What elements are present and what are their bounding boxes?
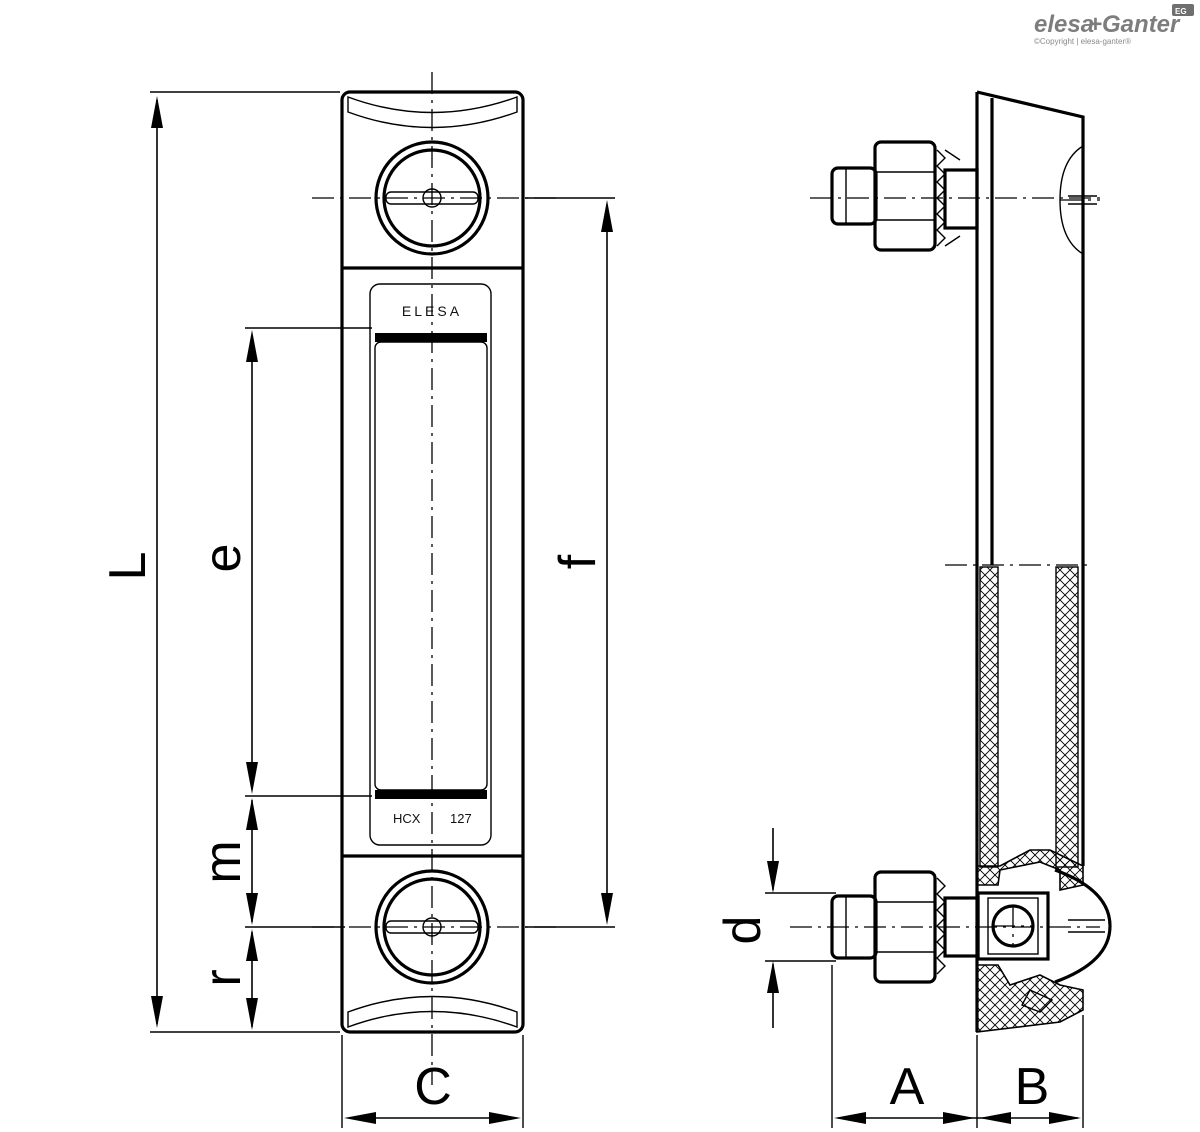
window-frame: [369, 283, 492, 846]
brand-name-elesa: elesa: [1034, 11, 1094, 38]
window-brand-label: ELESA: [402, 303, 462, 319]
dimension-r: r: [194, 929, 258, 1030]
label-d: d: [714, 916, 772, 945]
lower-housing-top: [976, 849, 1084, 891]
model-label: HCX: [393, 811, 421, 826]
brand-logo: elesa +Ganter EG ©Copyright | elesa-gant…: [1034, 4, 1194, 46]
label-C: C: [414, 1058, 452, 1116]
bottom-screw-head: [1054, 868, 1112, 984]
dimension-C: C: [341, 1035, 524, 1128]
front-view: ELESA HCX 127: [312, 72, 560, 1085]
bottom-end-cap: [347, 995, 518, 1029]
label-A: A: [890, 1058, 925, 1116]
brand-badge-box: [1172, 4, 1194, 16]
lower-housing-bottom: [976, 964, 1084, 1033]
side-view: [790, 90, 1112, 1033]
max-level-mark: [375, 333, 487, 342]
dimension-L: L: [99, 91, 340, 1033]
brand-badge: EG: [1175, 7, 1187, 16]
brand-copyright: ©Copyright | elesa-ganter®: [1034, 37, 1131, 46]
brand-name-ganter: +Ganter: [1088, 11, 1181, 38]
dimension-m: m: [194, 798, 345, 928]
label-L: L: [99, 552, 157, 581]
upper-fastener: [830, 140, 979, 252]
min-level-mark: [375, 790, 487, 799]
dimension-A-B: A B: [831, 965, 1084, 1128]
label-f: f: [549, 554, 607, 569]
top-end-cap: [347, 95, 518, 129]
label-r: r: [194, 969, 252, 986]
dimension-f: f: [525, 197, 615, 928]
label-m: m: [194, 840, 252, 883]
sight-glass: [374, 341, 488, 791]
label-B: B: [1015, 1058, 1050, 1116]
label-e: e: [194, 544, 252, 573]
hatched-wall-left: [979, 566, 999, 868]
size-label: 127: [450, 811, 472, 826]
hatched-wall-right: [1055, 566, 1079, 868]
dimension-d: d: [714, 828, 836, 1028]
dimension-e: e: [194, 327, 372, 797]
